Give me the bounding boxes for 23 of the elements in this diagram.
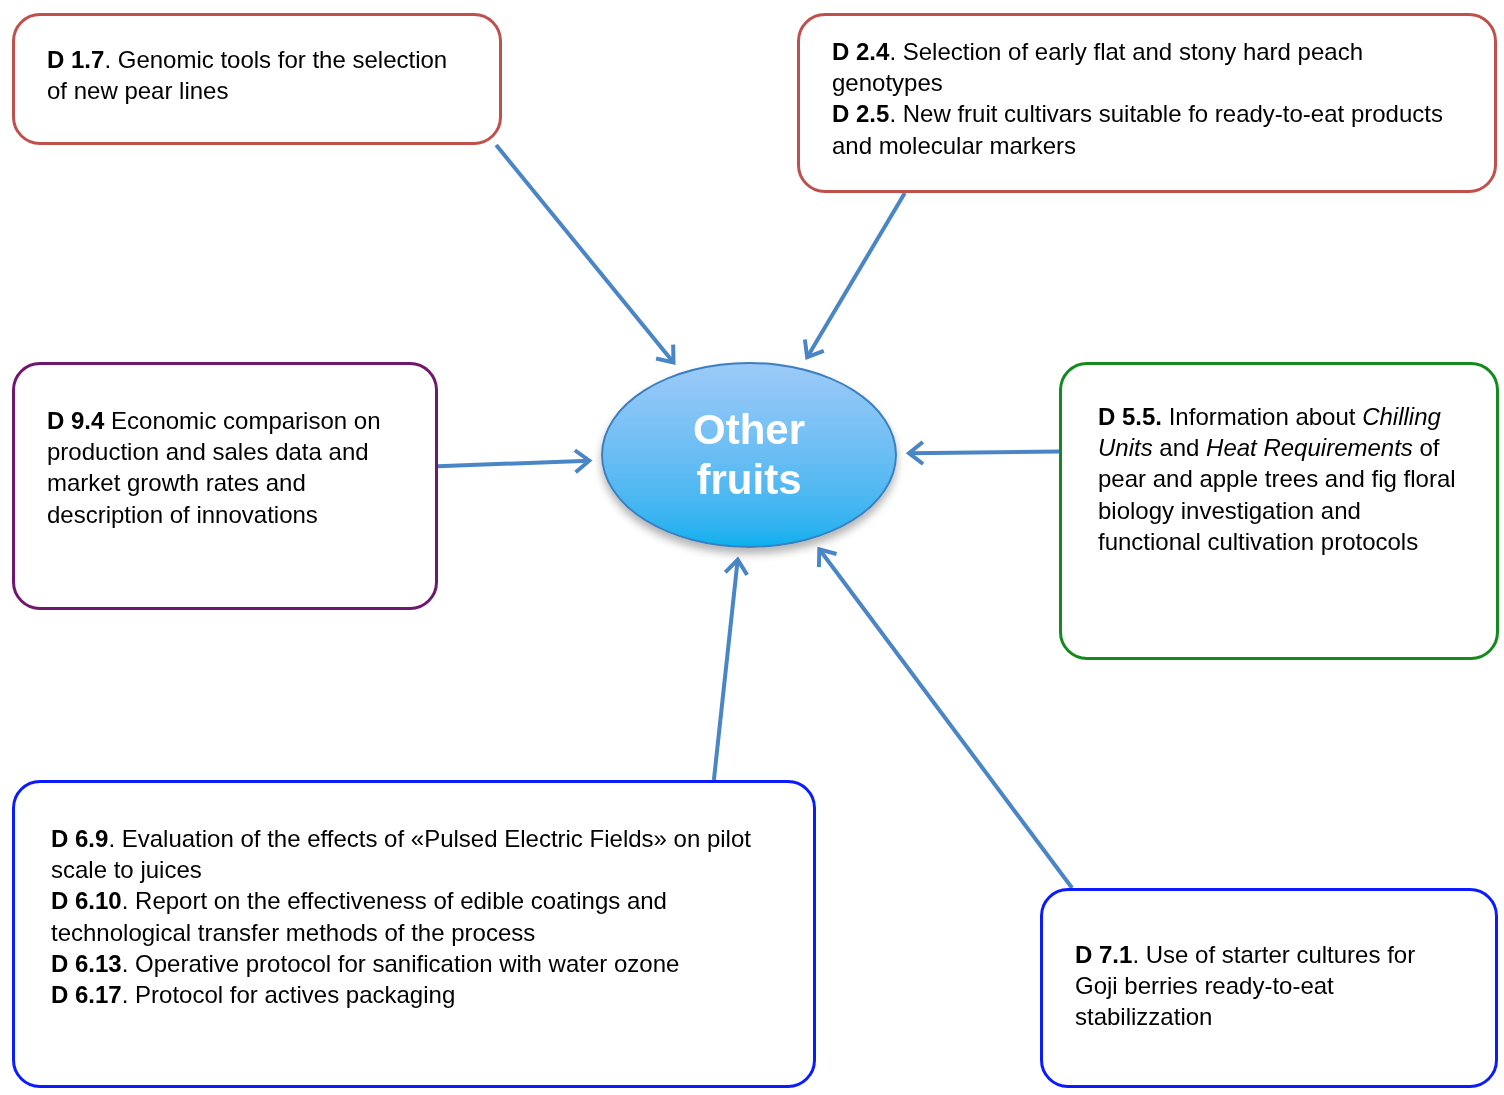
arrow (816, 547, 1074, 890)
text-box (1040, 888, 1498, 1088)
deliverable-text: D 6.10. Report on the effectiveness of edible coatings and technological transfer methods of the process (51, 886, 668, 948)
text-box (1059, 362, 1499, 660)
deliverable-text: D 6.13. Operative protocol for sanification with water ozone (51, 948, 681, 979)
deliverable-text: D 2.4. Selection of early flat and stony hard peach genotypes (832, 37, 1364, 99)
text-box (12, 362, 438, 610)
arrow (802, 191, 907, 360)
arrow (494, 143, 676, 365)
deliverable-text: D 5.5. Information about Chilling Units and Heat Requirements of pear and apple trees and fig floral biology investigation and functional cultivation protocols (1098, 402, 1457, 557)
deliverable-text: D 6.17. Protocol for actives packaging (51, 979, 457, 1010)
text-box (12, 780, 816, 1088)
text-box (12, 13, 502, 145)
arrow (437, 448, 592, 475)
deliverable-text: D 2.5. New fruit cultivars suitable fo ready-to-eat products and molecular markers (832, 99, 1444, 161)
arrow (711, 557, 750, 781)
ellipse-node: Other fruits (601, 362, 897, 548)
deliverable-text: D 9.4 Economic comparison on production and sales data and market growth rates and description of innovations (47, 406, 382, 530)
deliverable-text: D 7.1. Use of starter cultures for Goji berries ready-to-eat stabilizzation (1075, 940, 1417, 1033)
deliverable-text: D 1.7. Genomic tools for the selection of new pear lines (47, 45, 449, 107)
deliverable-text: D 6.9. Evaluation of the effects of «Pulsed Electric Fields» on pilot scale to juices (51, 824, 752, 886)
arrow (906, 440, 1060, 466)
text-box (797, 13, 1497, 193)
